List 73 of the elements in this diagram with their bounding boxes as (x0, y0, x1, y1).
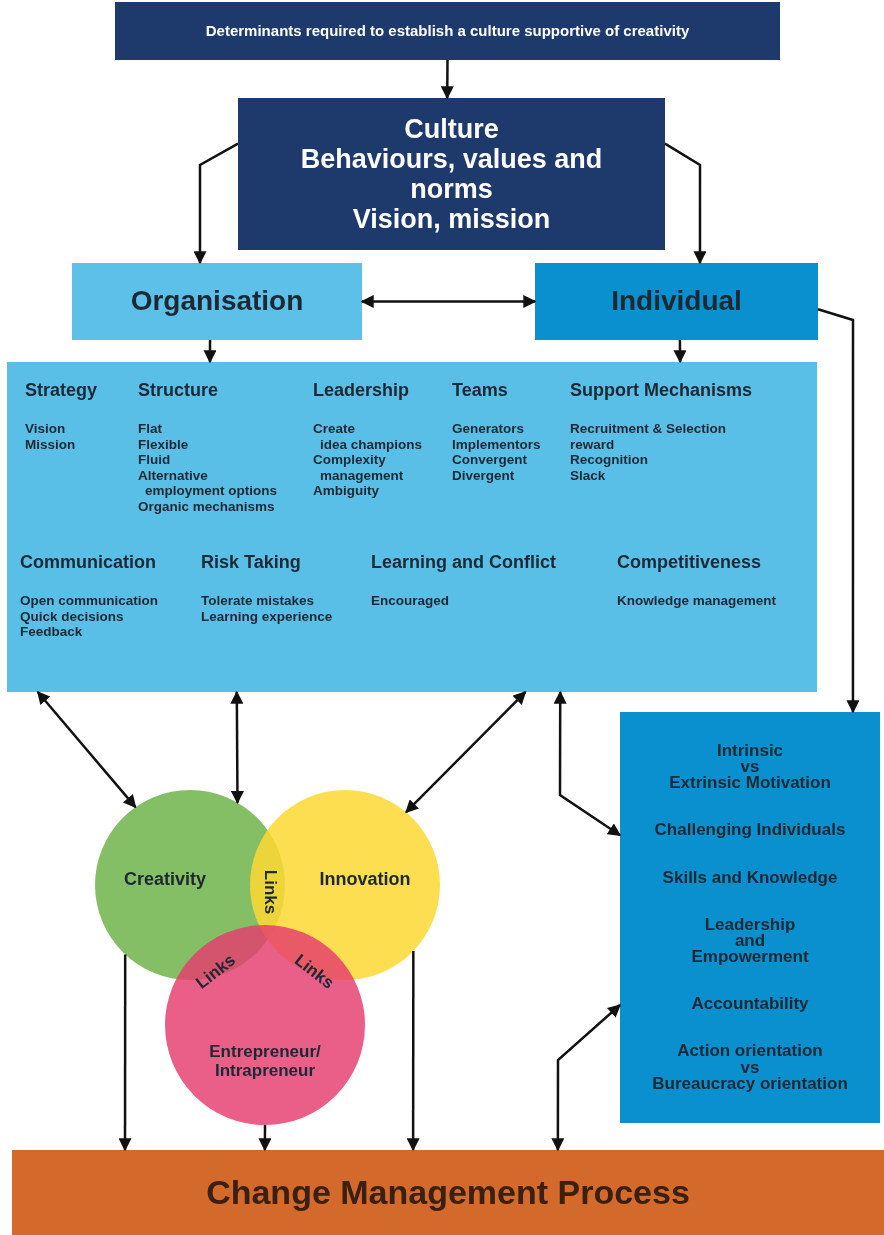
culture-text: Behaviours, values and norms (300, 143, 603, 205)
arrow (36, 691, 137, 809)
culture-box (238, 98, 665, 250)
list-item-text: Encouraged (371, 593, 450, 609)
circle-label: Creativity (122, 870, 207, 890)
factor-text: Skills and Knowledge (662, 869, 838, 886)
arrow (673, 340, 687, 364)
category-heading: Strategy (25, 380, 98, 401)
category-heading: Support Mechanisms (570, 380, 753, 401)
arrow (203, 340, 217, 364)
list-item-text: Complexity management (313, 452, 405, 483)
list-item-text: Vision (25, 421, 67, 437)
header-box (115, 2, 780, 60)
list-item-text: Recognition (570, 452, 649, 468)
arrow (551, 1004, 621, 1152)
arrow (664, 142, 707, 265)
list-item-text: Convergent (452, 452, 528, 468)
determinants-panel (7, 362, 817, 692)
category-heading: Risk Taking (201, 552, 302, 573)
arrow (118, 954, 132, 1152)
arrow (360, 295, 537, 308)
list-item-text: Slack (570, 467, 607, 483)
list-item-text: Mission (25, 436, 77, 452)
list-item-text: Flat (138, 421, 163, 437)
organisation-box (72, 263, 362, 340)
list-item-text: Feedback (20, 624, 84, 640)
factor-text: Action orientation vs Bureaucracy orientation (652, 1043, 848, 1092)
arrow (405, 691, 527, 814)
individual-box (535, 263, 818, 340)
list-item-text: Learning experience (201, 608, 333, 624)
category-heading: Competitiveness (617, 552, 763, 573)
list-item-text: Flexible (138, 436, 190, 452)
box-title: Individual (611, 285, 742, 318)
list-item-text: Open communication (20, 593, 158, 609)
factor-text: Challenging Individuals (654, 822, 846, 839)
circle-label: Entrepreneur/ Intrapreneur (208, 1043, 322, 1081)
box-title: Change Management Process (206, 1172, 690, 1213)
list-item-text: Knowledge management (617, 593, 777, 609)
overlap-label: Links (260, 869, 280, 915)
list-item-text: Divergent (452, 467, 516, 483)
arrow (440, 60, 454, 100)
circle-label: Innovation (318, 870, 412, 890)
arrow (406, 951, 420, 1152)
list-item-text: Tolerate mistakes (201, 593, 316, 609)
list-item-text: Recruitment & Selection (570, 421, 728, 437)
culture-text: Culture (404, 113, 499, 144)
list-item-text: Create idea champions (313, 421, 423, 452)
arrow (817, 308, 860, 714)
category-heading: Learning and Conflict (371, 552, 556, 573)
list-item-text: Organic mechanisms (138, 498, 276, 514)
factors-panel (620, 712, 880, 1123)
list-item-text: Implementors (452, 436, 541, 452)
list-item-text: Fluid (138, 452, 172, 468)
category-heading: Communication (20, 552, 157, 573)
arrow (193, 142, 239, 265)
list-item-text: Quick decisions (20, 608, 125, 624)
header-text: Determinants required to establish a culture supportive of creativity (205, 22, 690, 40)
factor-text: Accountability (691, 996, 809, 1013)
arrow (230, 690, 244, 805)
factor-text: Intrinsic vs Extrinsic Motivation (669, 743, 831, 792)
category-heading: Structure (138, 380, 219, 401)
process-box (12, 1150, 884, 1235)
list-item-text: Generators (452, 421, 526, 437)
list-item-text: reward (570, 436, 616, 452)
list-item-text: Alternative employment options (138, 467, 277, 499)
arrow (258, 1125, 272, 1152)
category-heading: Teams (452, 380, 509, 401)
box-title: Organisation (130, 285, 304, 318)
list-item-text: Ambiguity (313, 483, 380, 499)
category-heading: Leadership (313, 380, 411, 401)
arrow (553, 690, 622, 837)
culture-text: Vision, mission (352, 204, 551, 235)
factor-text: Leadership and Empowerment (691, 916, 809, 966)
